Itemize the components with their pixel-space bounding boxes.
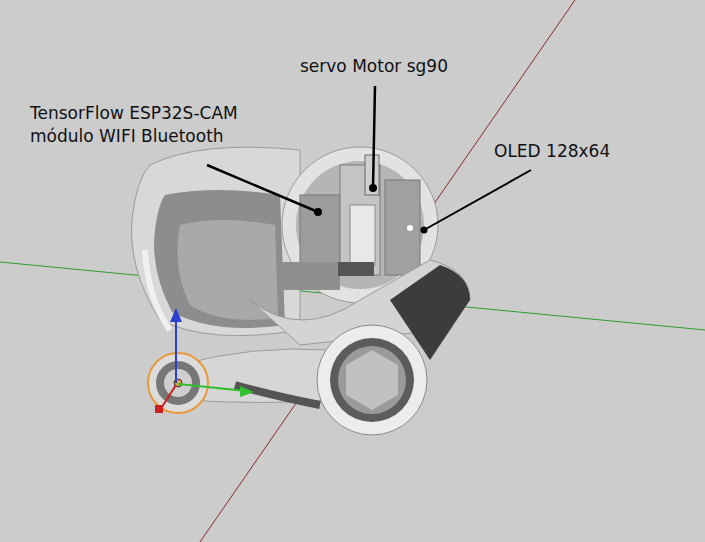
callout-label: TensorFlow ESP32S-CAM módulo WIFI Blueto… xyxy=(30,102,292,148)
callout-label: servo Motor sg90 xyxy=(300,55,448,78)
callout-label: OLED 128x64 xyxy=(494,140,610,163)
